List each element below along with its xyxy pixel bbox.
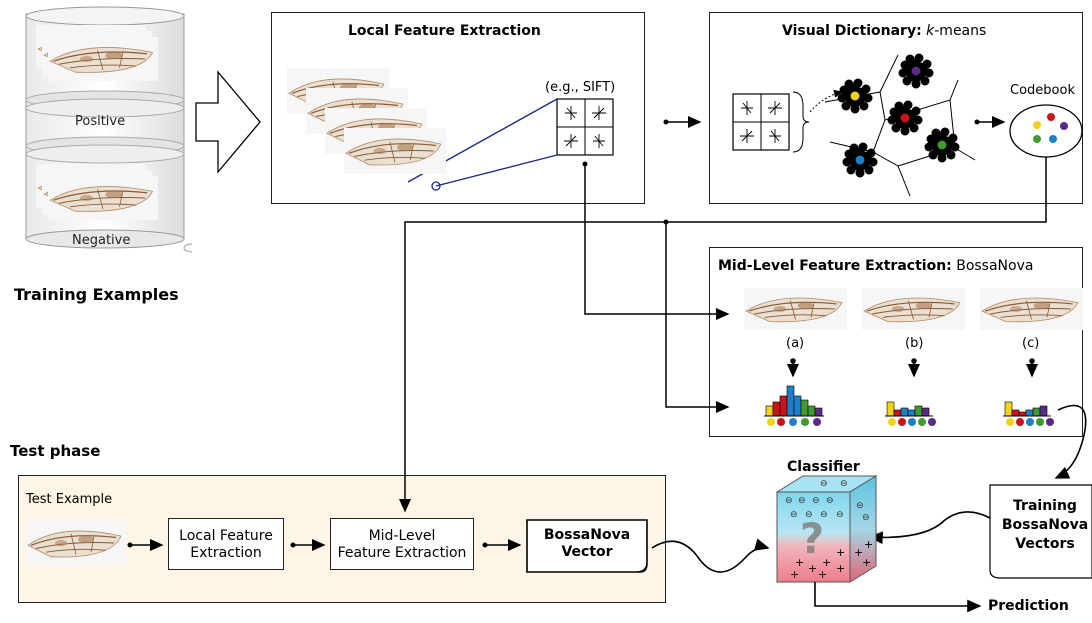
mid-label-c: (c): [1022, 336, 1040, 351]
sift-descriptor-grid: [556, 98, 614, 156]
svg-text:⊖: ⊖: [856, 501, 864, 511]
visual-dictionary-title: Visual Dictionary: k-means: [782, 23, 986, 39]
lfb-line2: Extraction: [190, 545, 262, 561]
svg-text:+: +: [818, 568, 827, 581]
svg-text:+: +: [795, 556, 804, 569]
histogram-c: [1003, 401, 1054, 426]
vd-title-rest: -means: [934, 23, 987, 39]
ml-title-rest: BossaNova: [956, 258, 1034, 274]
svg-text:+: +: [836, 546, 845, 559]
local-feature-title: Local Feature Extraction: [348, 23, 541, 39]
tv-line2: BossaNova: [1001, 517, 1089, 533]
prediction-label: Prediction: [988, 598, 1069, 614]
svg-text:⊖: ⊖: [798, 496, 806, 506]
lfb-line1: Local Feature: [179, 528, 273, 544]
mid-label-a: (a): [786, 336, 805, 351]
svg-text:+: +: [836, 562, 845, 575]
tv-line1: Training: [1013, 498, 1077, 514]
bv-line1: BossaNova: [543, 527, 631, 543]
bv-line2: Vector: [561, 544, 613, 560]
svg-text:⊖: ⊖: [805, 510, 813, 520]
test-example-label: Test Example: [26, 492, 113, 507]
training-vectors-label: Training BossaNova Vectors: [990, 497, 1092, 554]
svg-text:⊖: ⊖: [826, 496, 834, 506]
svg-text:⊖: ⊖: [812, 496, 820, 506]
svg-text:⊖: ⊖: [820, 479, 828, 489]
svg-text:⊖: ⊖: [790, 510, 798, 520]
mid-level-title: Mid-Level Feature Extraction: BossaNova: [718, 258, 1033, 274]
mid-level-box: Mid-Level Feature Extraction: [330, 518, 474, 570]
histogram-b: [885, 401, 936, 426]
svg-text:+: +: [808, 562, 817, 575]
positive-label: Positive: [75, 114, 126, 129]
svg-text:+: +: [864, 538, 873, 551]
mid-label-b: (b): [905, 336, 924, 351]
bossanova-vector-label: BossaNova Vector: [527, 527, 647, 561]
codebook-ellipse: [1009, 104, 1083, 158]
tv-line3: Vectors: [1015, 536, 1075, 552]
training-vectors-doc: [989, 484, 1092, 579]
voronoi-lines: [824, 54, 976, 197]
codebook-label: Codebook: [1010, 83, 1075, 98]
negative-label: Negative: [72, 233, 131, 248]
mid-level-panel: [709, 247, 1083, 437]
histogram-a: [764, 385, 824, 426]
mlb-line1: Mid-Level: [368, 528, 436, 544]
vd-title-italic: k: [926, 23, 935, 39]
svg-text:⊖: ⊖: [836, 510, 844, 520]
classifier-title: Classifier: [787, 459, 860, 475]
svg-text:+: +: [822, 556, 831, 569]
vd-title-bold: Visual Dictionary:: [782, 23, 922, 39]
svg-text:⊖: ⊖: [862, 513, 870, 523]
svg-text:⊖: ⊖: [785, 496, 793, 506]
local-feature-box: Local Feature Extraction: [168, 518, 284, 570]
svg-text:?: ?: [800, 514, 824, 563]
svg-text:⊖: ⊖: [840, 479, 848, 489]
ml-title-bold: Mid-Level Feature Extraction:: [718, 258, 952, 274]
big-hollow-arrow: [195, 70, 261, 174]
test-phase-title: Test phase: [10, 442, 101, 460]
sift-label: (e.g., SIFT): [545, 80, 616, 95]
mlb-line2: Feature Extraction: [337, 545, 467, 561]
svg-text:+: +: [790, 568, 799, 581]
vd-descriptor-grid: [732, 93, 790, 151]
keypoint-circles: [362, 138, 441, 191]
training-examples-title: Training Examples: [14, 285, 179, 304]
svg-text:+: +: [862, 556, 871, 569]
svg-text:⊖: ⊖: [820, 510, 828, 520]
svg-text:+: +: [854, 546, 863, 559]
classifier-cube: ? ⊖⊖⊖⊖ ⊖⊖⊖⊖ ⊖⊖⊖⊖ ++++ ++++ ++: [775, 475, 878, 583]
